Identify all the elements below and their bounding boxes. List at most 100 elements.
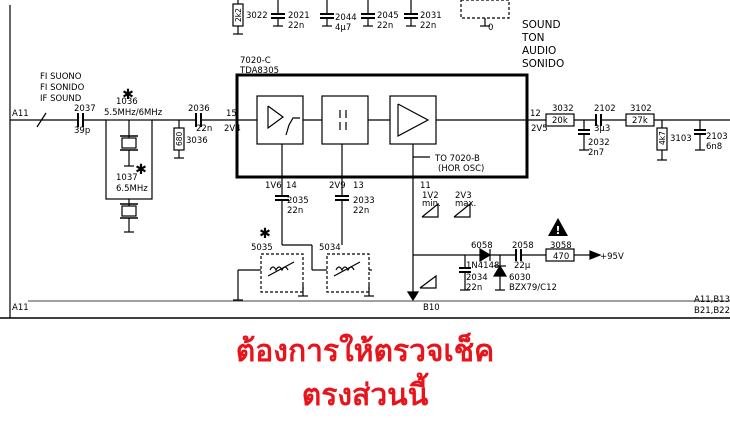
input-arrow-mark (36, 112, 47, 128)
schematic-label: A11,B13,B (694, 295, 730, 305)
ramp-min-symbol (421, 202, 439, 218)
schematic-label: 11 (420, 181, 431, 191)
schematic-label: 22n (196, 124, 212, 134)
ic-part: TDA8305 (239, 66, 279, 76)
top-tuned-block (460, 0, 510, 19)
ic-stage-demod (321, 95, 369, 145)
schematic-label: 5035 (251, 243, 273, 253)
schematic-label: 12 (530, 109, 541, 119)
input-label-1: FI SUONO (40, 72, 82, 82)
ic-stage-limiter (256, 95, 304, 145)
schematic-label: 2058 (512, 241, 534, 251)
schematic-label: 680 (175, 131, 184, 146)
schematic-label: ✱ (135, 162, 147, 178)
input-label-2: FI SONIDO (40, 83, 85, 93)
filter-1036 (121, 137, 137, 149)
schematic-label: 13 (353, 181, 364, 191)
schematic-label: (HOR OSC) (438, 164, 484, 174)
schematic-label: 1037 (116, 173, 138, 183)
schematic-label: 2034 (466, 273, 488, 283)
schematic-label: 6030 (509, 273, 531, 283)
schematic-label: 2045 (377, 11, 399, 21)
schematic-label: 4k7 (658, 131, 667, 145)
ic-amp-symbol-2 (397, 103, 430, 137)
schematic-label: 3022 (246, 11, 268, 21)
schematic-label: 3μ3 (594, 124, 610, 134)
schematic-label: 3058 (550, 241, 572, 251)
schematic-label: 22μ (514, 261, 531, 271)
ic-ref: 7020-C (240, 56, 271, 66)
schematic-label: 2035 (287, 196, 309, 206)
filter-1037 (121, 205, 137, 217)
schematic-label: 14 (286, 181, 297, 191)
coil-5034 (326, 253, 370, 293)
input-sheet-ref: A11 (12, 109, 29, 119)
schematic-label: 20k (552, 116, 568, 126)
schematic-label: 2V9 (329, 181, 346, 191)
schematic-label: 2V4 (224, 124, 241, 134)
output-label-2: TON (521, 32, 545, 44)
schematic-label: max. (455, 199, 476, 209)
schematic-label: 22n (466, 283, 482, 293)
schematic-label: 1036 (116, 97, 138, 107)
schematic-label: 2102 (594, 104, 616, 114)
schematic-label: 15 (226, 109, 237, 119)
schematic-label: 22n (420, 21, 436, 31)
schematic-label: 1V2 (422, 191, 439, 201)
schematic-label: 22n (353, 206, 369, 216)
schematic-label: 2032 (588, 138, 610, 148)
schematic-label: 3103 (670, 134, 692, 144)
schematic-label: 2103 (706, 132, 728, 142)
schematic-label: 2044 (335, 13, 357, 23)
schematic-label: 6.5MHz (116, 184, 148, 194)
schematic-label: 470 (553, 252, 569, 262)
schematic-label: 2031 (420, 11, 442, 21)
schematic-label: 22n (287, 206, 303, 216)
circuit-schematic: ! ✱ ✱ ✱ FI SUONO FI SONIDO IF SOUND A11 … (0, 0, 730, 319)
schematic-label: 5034 (319, 243, 341, 253)
output-label-4: SONIDO (522, 58, 564, 70)
schematic-label: 2k2 (234, 8, 243, 22)
output-label-1: SOUND (522, 19, 561, 31)
diode-6058 (479, 247, 492, 263)
schematic-label: 2V3 (455, 191, 472, 201)
schematic-label: ✱ (122, 87, 134, 103)
schematic-label: BZX79/C12 (509, 283, 557, 293)
schematic-label: 6058 (471, 241, 493, 251)
schematic-label: 3102 (630, 104, 652, 114)
schematic-label: 3032 (552, 104, 574, 114)
schematic-label: ! (555, 224, 560, 237)
schematic-label: min. (422, 199, 441, 209)
coil-5035 (260, 253, 304, 293)
schematic-label: 2037 (74, 104, 96, 114)
schematic-label: 2036 (188, 104, 210, 114)
schematic-label: 2n7 (588, 148, 604, 158)
schematic-label: 6n8 (706, 142, 722, 152)
schematic-label: ✱ (259, 226, 271, 242)
schematic-label: 2021 (288, 11, 310, 21)
schematic-label: 22n (377, 21, 393, 31)
schematic-label: B21,B22,B (694, 306, 730, 316)
schematic-label: A11 (12, 303, 29, 313)
output-label-3: AUDIO (522, 45, 556, 57)
schematic-label: 5.5MHz/6MHz (104, 108, 163, 118)
schematic-label: 4μ7 (335, 23, 351, 33)
schematic-label: 2V5 (531, 124, 548, 134)
schematic-label: TO 7020-B (434, 154, 480, 164)
schematic-label: 2033 (353, 196, 375, 206)
schematic-label: 27k (632, 116, 648, 126)
schematic-label: 22n (288, 21, 304, 31)
schematic-label: +95V (600, 252, 624, 262)
schematic-label: B10 (423, 303, 440, 313)
warning-icon (548, 218, 568, 236)
ic-amp-symbol-1 (267, 105, 285, 130)
ic-tda8305 (235, 73, 529, 179)
caption-line-1: ต้องการให้ตรวจเช็ค (235, 334, 495, 369)
ramp-max-symbol (453, 202, 471, 218)
schematic-label: 39p (74, 126, 90, 136)
schematic-label: 3036 (186, 136, 208, 146)
schematic-label: 1V6 (265, 181, 282, 191)
schematic-label: 0 (488, 23, 493, 33)
caption-line-2: ตรงส่วนนี้ (301, 378, 429, 413)
input-label-3: IF SOUND (40, 94, 82, 104)
